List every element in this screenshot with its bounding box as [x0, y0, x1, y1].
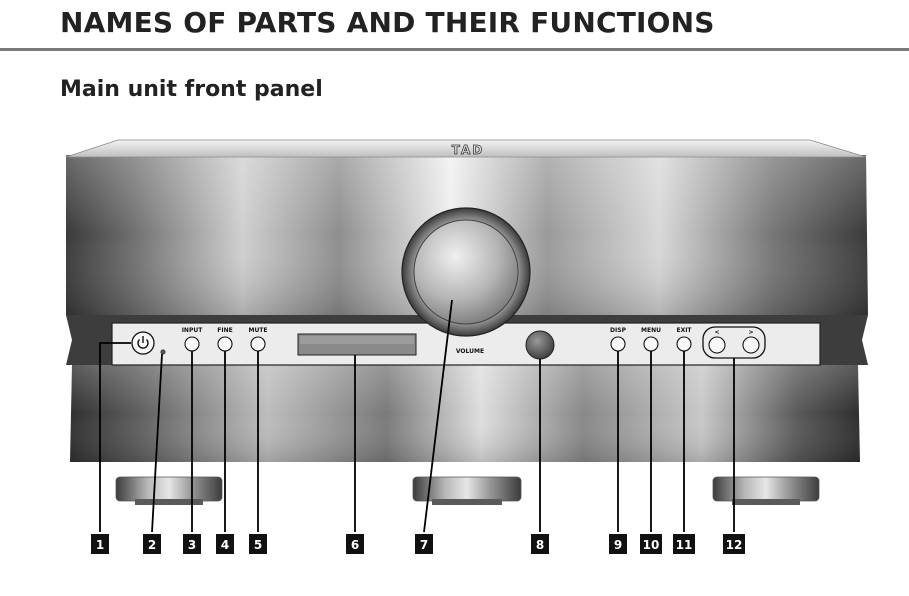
- fine-label: FINE: [217, 327, 232, 334]
- callout-number: 1: [96, 538, 104, 552]
- section-subtitle: Main unit front panel: [60, 77, 323, 102]
- callout-badge: [531, 534, 549, 554]
- volume-knob[interactable]: [401, 207, 531, 337]
- power-button[interactable]: [131, 331, 155, 355]
- exit-button[interactable]: [676, 336, 692, 352]
- mute-button[interactable]: [250, 336, 266, 352]
- callout-number: 9: [614, 538, 622, 552]
- callout-badge: [346, 534, 364, 554]
- callout-number: 4: [221, 538, 229, 552]
- disp-label: DISP: [610, 327, 627, 334]
- callout-badge: [609, 534, 627, 554]
- top-face: [65, 139, 867, 158]
- right-arrow-label: >: [748, 329, 753, 336]
- callout-badge: [249, 534, 267, 554]
- callout-badges: 1 2 3 4 5 6 7 8 9 10 11 12: [91, 534, 745, 554]
- left-button[interactable]: [708, 336, 726, 354]
- callout-number: 8: [536, 538, 544, 552]
- volume-label: VOLUME: [456, 348, 484, 355]
- right-button[interactable]: [742, 336, 760, 354]
- callout-number: 12: [726, 538, 743, 552]
- remote-sensor: [525, 330, 555, 360]
- page-title: NAMES OF PARTS AND THEIR FUNCTIONS: [60, 6, 715, 39]
- callout-badge: [673, 534, 695, 554]
- callout-number: 10: [643, 538, 660, 552]
- power-icon: [137, 336, 149, 349]
- callout-badge: [723, 534, 745, 554]
- callout-number: 5: [254, 538, 262, 552]
- disp-button[interactable]: [610, 336, 626, 352]
- left-arrow-label: <: [714, 329, 719, 336]
- chassis-feet: [115, 476, 820, 505]
- input-label: INPUT: [182, 327, 204, 334]
- callout-badge: [640, 534, 662, 554]
- brand-logo: TAD: [452, 143, 485, 157]
- menu-button[interactable]: [643, 336, 659, 352]
- fine-button[interactable]: [217, 336, 233, 352]
- callout-badge: [216, 534, 234, 554]
- standby-indicator: [160, 349, 166, 355]
- callout-number: 2: [148, 538, 156, 552]
- callout-number: 3: [188, 538, 196, 552]
- callout-number: 6: [351, 538, 359, 552]
- callout-badge: [183, 534, 201, 554]
- menu-label: MENU: [641, 327, 661, 334]
- callout-number: 11: [676, 538, 693, 552]
- callout-badge: [415, 534, 433, 554]
- callout-badge: [143, 534, 161, 554]
- leader-lines: [99, 299, 735, 533]
- mute-label: MUTE: [248, 327, 267, 334]
- exit-label: EXIT: [676, 327, 692, 334]
- input-button[interactable]: [184, 336, 200, 352]
- callout-number: 7: [420, 538, 428, 552]
- title-rule: [0, 48, 909, 51]
- callout-badge: [91, 534, 109, 554]
